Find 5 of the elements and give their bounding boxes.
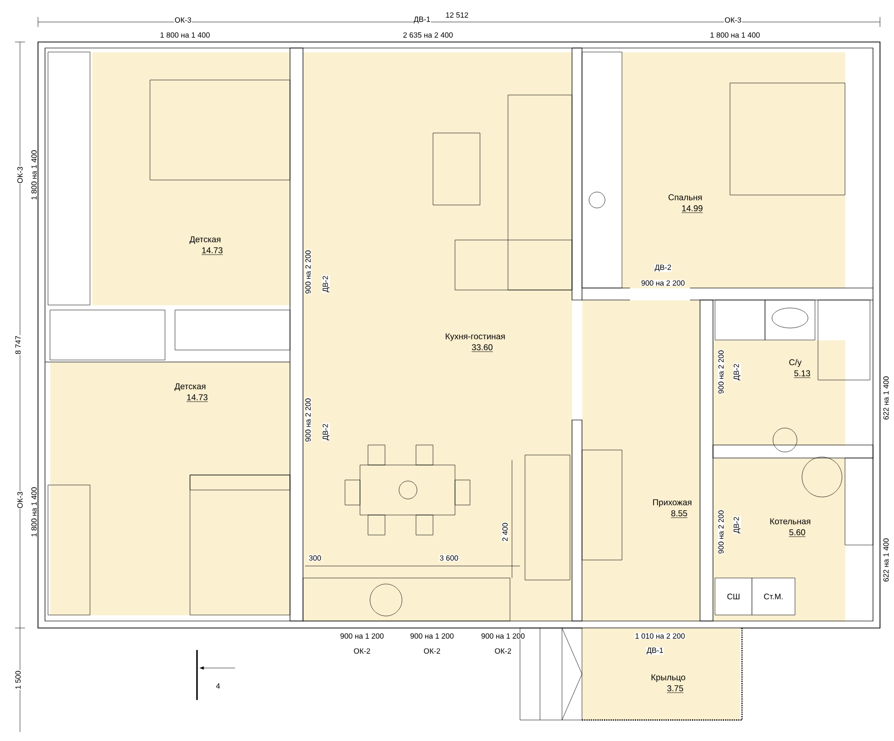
room: Детская 14.73: [92, 52, 290, 306]
room: Прихожая 8.55: [582, 300, 700, 622]
appliance-box: СШ: [714, 578, 752, 616]
room: Детская 14.73: [50, 362, 290, 616]
appliance-box: Ст.М.: [752, 578, 796, 616]
